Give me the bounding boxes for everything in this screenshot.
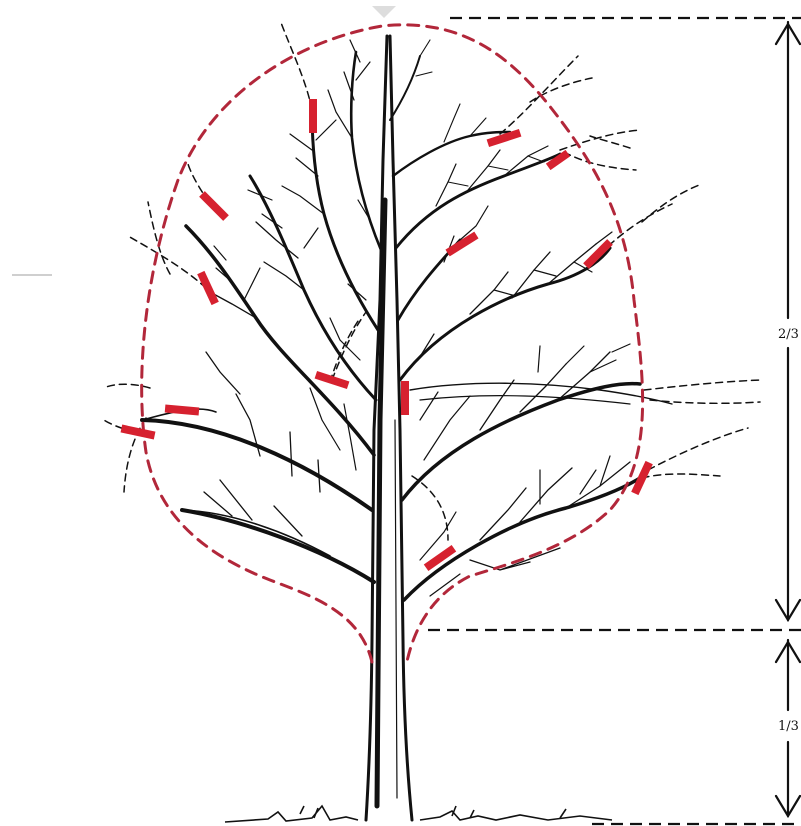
ground [225,806,612,822]
pruning-cut-mark [401,381,409,415]
pruning-cut-mark [583,239,613,269]
pruning-cut-mark [315,371,350,389]
scan-artifact-triangle [372,6,396,18]
pruning-cut-mark [165,405,200,416]
tree-branches [142,40,672,600]
upper-fraction-label: 2/3 [778,327,799,342]
pruning-cut-mark [309,99,317,133]
measurement-lines [428,18,801,824]
pruning-cut-mark [197,271,219,305]
tree-trunk [366,36,412,820]
upper-height-arrow [776,22,800,620]
lower-fraction-label: 1/3 [778,719,799,734]
pruning-cut-mark [199,191,229,221]
pruning-cut-marks [121,99,653,571]
pruning-cut-mark [121,425,156,440]
